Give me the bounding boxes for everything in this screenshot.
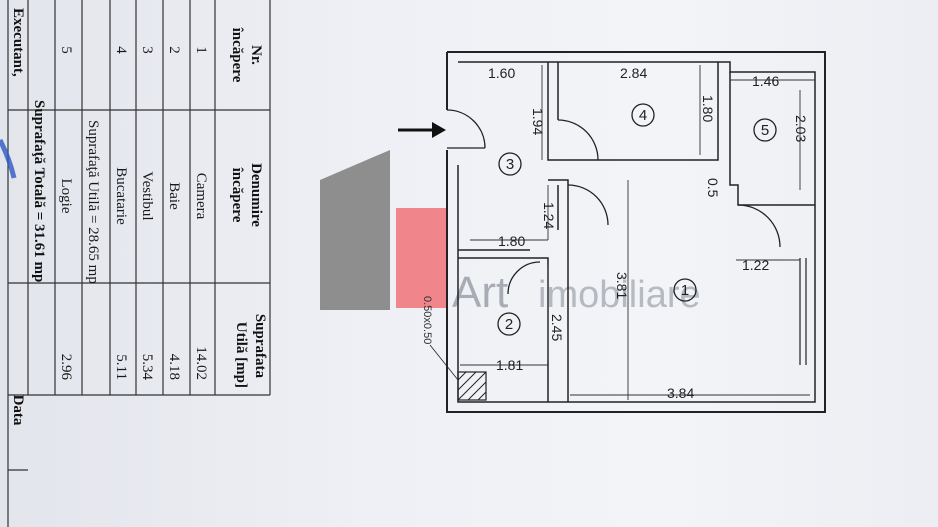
entrance-arrow — [398, 122, 446, 138]
room-number: 1 — [681, 282, 689, 299]
dim-3-84: 3.84 — [667, 385, 694, 401]
row-nr: 1 — [193, 46, 209, 54]
table-row: 5 Logie 2.96 — [58, 46, 74, 380]
suprafata-totala: Suprafaţă Totală = 31.61 mp — [31, 100, 47, 282]
header-nr-line2: încăpere — [229, 27, 245, 83]
row-name: Bucatarie — [113, 167, 129, 225]
dim-1-24: 1.24 — [541, 202, 557, 229]
row-nr: 5 — [58, 46, 74, 54]
dim-2-03: 2.03 — [793, 115, 809, 142]
logo-gray-shape — [320, 150, 390, 310]
dim-1-94: 1.94 — [530, 108, 546, 135]
header-suprafata-line1: Suprafata — [252, 314, 268, 379]
room-marker-1: 1 — [673, 278, 697, 302]
room-number: 5 — [761, 122, 769, 139]
dim-1-80-a: 1.80 — [700, 95, 716, 122]
dim-chimney: 0.50x0.50 — [421, 296, 433, 344]
dim-3-81: 3.81 — [614, 272, 630, 299]
executant-label: Executant, — [10, 8, 26, 77]
watermark-art: Art — [452, 268, 508, 317]
room-number: 2 — [505, 316, 513, 333]
row-area: 5.34 — [139, 354, 155, 381]
dim-1-80-b: 1.80 — [498, 233, 525, 249]
room-marker-5: 5 — [753, 118, 777, 142]
table-grid — [7, 0, 271, 527]
dim-2-84: 2.84 — [620, 65, 647, 81]
header-denumire-line2: încăpere — [229, 167, 245, 223]
room-table: Nr. încăpere Denumire încăpere Suprafata… — [0, 0, 271, 527]
room-marker-3: 3 — [498, 152, 522, 176]
row-area: 4.18 — [166, 354, 182, 380]
dim-2-45: 2.45 — [549, 314, 565, 341]
dim-1-46: 1.46 — [752, 73, 779, 89]
row-name: Camera — [193, 173, 209, 220]
header-denumire-line1: Denumire — [248, 163, 264, 227]
row-name: Baie — [166, 182, 182, 210]
table-row: 1 Camera 14.02 — [193, 46, 209, 380]
room-marker-4: 4 — [631, 103, 655, 127]
chimney-hatch — [429, 344, 487, 401]
header-suprafata-line2: Utilă [mp] — [233, 322, 249, 388]
blue-pen-mark — [0, 138, 17, 179]
header-nr-line1: Nr. — [248, 45, 264, 65]
table-row: 3 Vestibul 5.34 — [139, 46, 155, 380]
row-area: 2.96 — [58, 354, 74, 381]
row-name: Logie — [58, 179, 74, 214]
table-row: 4 Bucatarie 5.11 — [113, 46, 129, 380]
logo-red-shape — [396, 208, 446, 308]
suprafata-utila: Suprafaţă Utilă = 28.65 mp — [85, 120, 101, 284]
row-nr: 4 — [113, 46, 129, 54]
watermark-logo: Art imobiliare — [320, 150, 701, 317]
dim-0-5: 0.5 — [705, 178, 721, 198]
table-row: 2 Baie 4.18 — [166, 46, 182, 380]
dim-1-22: 1.22 — [742, 257, 769, 273]
room-marker-2: 2 — [497, 312, 521, 336]
row-name: Vestibul — [139, 171, 155, 220]
dim-1-60: 1.60 — [488, 65, 515, 81]
room-number: 3 — [506, 156, 514, 173]
dim-1-81: 1.81 — [496, 357, 523, 373]
row-area: 5.11 — [113, 354, 129, 380]
room-number: 4 — [639, 107, 647, 124]
data-label: Data — [10, 395, 26, 426]
dimension-lines — [460, 65, 815, 400]
row-nr: 2 — [166, 46, 182, 54]
row-area: 14.02 — [193, 346, 209, 380]
watermark-imobiliare: imobiliare — [538, 274, 701, 316]
door-swings — [446, 109, 781, 295]
row-nr: 3 — [139, 46, 155, 54]
